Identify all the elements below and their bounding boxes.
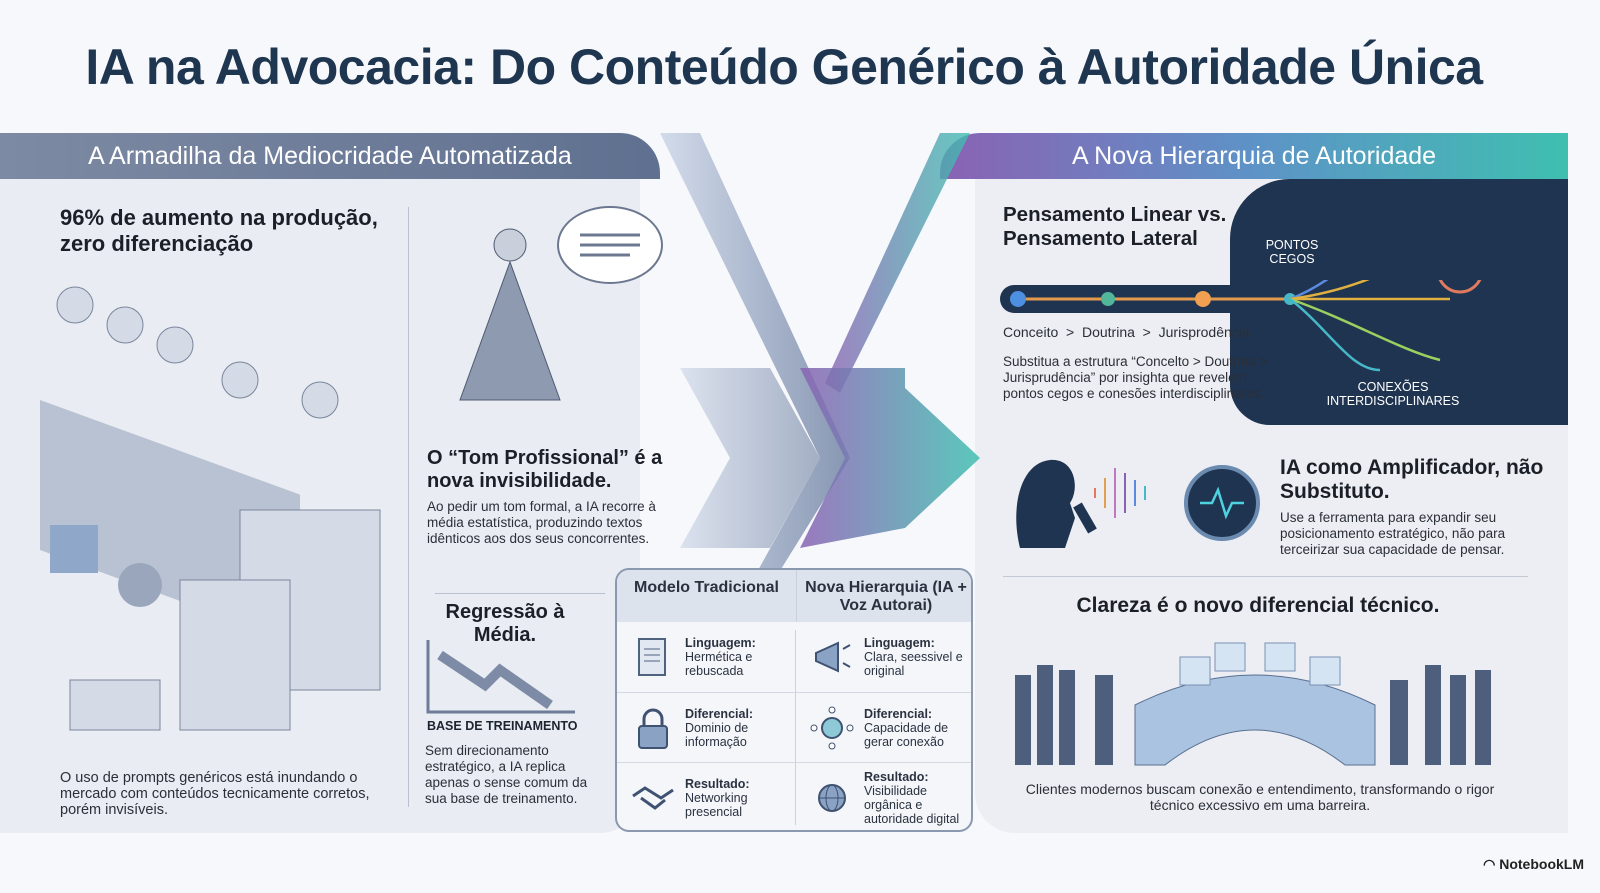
robots-conveyor-illustration	[40, 286, 381, 731]
regression-axis-label: BASE DE TREINAMENTO	[427, 719, 578, 733]
amplifier-title: IA como Amplificador, não Substituto.	[1280, 456, 1544, 503]
stat-text: O uso de prompts genéricos está inundand…	[60, 770, 370, 818]
amplifier-text: Use a ferramenta para expandir seu posic…	[1280, 510, 1506, 557]
table-header-new: Nova Hierarquia (IA + Voz Autorai)	[796, 570, 971, 622]
comparison-table: Modelo Tradicional Nova Hierarquia (IA +…	[615, 568, 973, 832]
divider	[1003, 576, 1528, 577]
divider	[408, 207, 409, 807]
voice-amplifier-illustration	[1016, 459, 1260, 548]
left-section-header: A Armadilha da Mediocridade Automatizada	[0, 133, 660, 179]
stat-title: 96% de aumento na produção, zero diferen…	[60, 205, 378, 256]
globe-icon	[818, 783, 846, 812]
regression-title: Regressão à Média.	[445, 601, 565, 646]
cell-value: Clara, seessivel e original	[864, 650, 963, 678]
cell-label: Linguagem:	[864, 636, 935, 650]
cell-value: Networking presencial	[685, 790, 748, 819]
right-section-header: A Nova Hierarquia de Autoridade	[940, 133, 1568, 179]
clarity-text: Clientes modernos buscam conexão e enten…	[1025, 781, 1495, 813]
regression-text: Sem direcionamento estratégico, a IA rep…	[425, 743, 588, 806]
linear-vs-lateral-diagram	[1000, 280, 1482, 372]
cell-label: Linguagem:	[685, 636, 756, 650]
table-row: Linguagem:Hermética e rebuscada	[617, 622, 796, 692]
cell-value: Dominio de informação	[685, 720, 749, 749]
notebooklm-brand: ◠ NotebookLM	[1483, 856, 1584, 872]
cell-value: Capacidade de gerar conexão	[864, 720, 949, 749]
linear-chain: Conceito > Doutrina > Jurisprodência	[1003, 324, 1250, 340]
brand-label: NotebookLM	[1499, 856, 1584, 872]
lock-icon	[638, 708, 668, 749]
connections-label: CONEXÕES INTERDISCIPLINARES	[1326, 380, 1460, 408]
lateral-text: Substitua a estrutura “Concelto > Doutri…	[1003, 354, 1268, 401]
cell-label: Diferencial:	[864, 706, 933, 721]
table-row: Resultado:Networking presencial	[617, 762, 796, 830]
table-row: Resultado:Visibilidade orgânica e autori…	[796, 762, 971, 830]
cell-value: Hermética e rebuscada	[685, 650, 753, 678]
page-title: IA na Advocacia: Do Conteúdo Genérico à …	[85, 39, 1483, 95]
cell-value: Visibilidade orgânica e autoridade digit…	[864, 783, 960, 826]
table-row: Diferencial:Dominio de informação	[617, 692, 796, 762]
table-header-traditional: Modelo Tradicional	[617, 570, 796, 622]
downward-trend-chart-icon	[426, 640, 575, 714]
bridge-people-illustration	[1015, 642, 1491, 766]
scroll-icon	[638, 638, 666, 676]
table-row: Diferencial:Capacidade de gerar conexão	[796, 692, 971, 762]
lawyer-thought-illustration	[459, 206, 663, 401]
blind-spots-label: PONTOS CEGOS	[1265, 238, 1319, 266]
network-icon	[810, 706, 854, 749]
lateral-title: Pensamento Linear vs. Pensamento Lateral	[1003, 203, 1227, 250]
cell-label: Resultado:	[864, 769, 929, 784]
cell-label: Diferencial:	[685, 706, 754, 721]
tone-text: Ao pedir um tom formal, a IA recorre à m…	[427, 499, 656, 546]
clarity-title: Clareza é o novo diferencial técnico.	[1076, 594, 1440, 617]
megaphone-icon	[815, 641, 851, 673]
cell-label: Resultado:	[685, 776, 750, 791]
handshake-icon	[632, 785, 674, 810]
tone-title: O “Tom Profissional” é a nova invisibili…	[427, 447, 663, 492]
table-row: Linguagem:Clara, seessivel e original	[796, 622, 971, 692]
divider	[795, 630, 796, 825]
transition-arrows-icon	[660, 133, 980, 603]
divider	[435, 593, 605, 594]
